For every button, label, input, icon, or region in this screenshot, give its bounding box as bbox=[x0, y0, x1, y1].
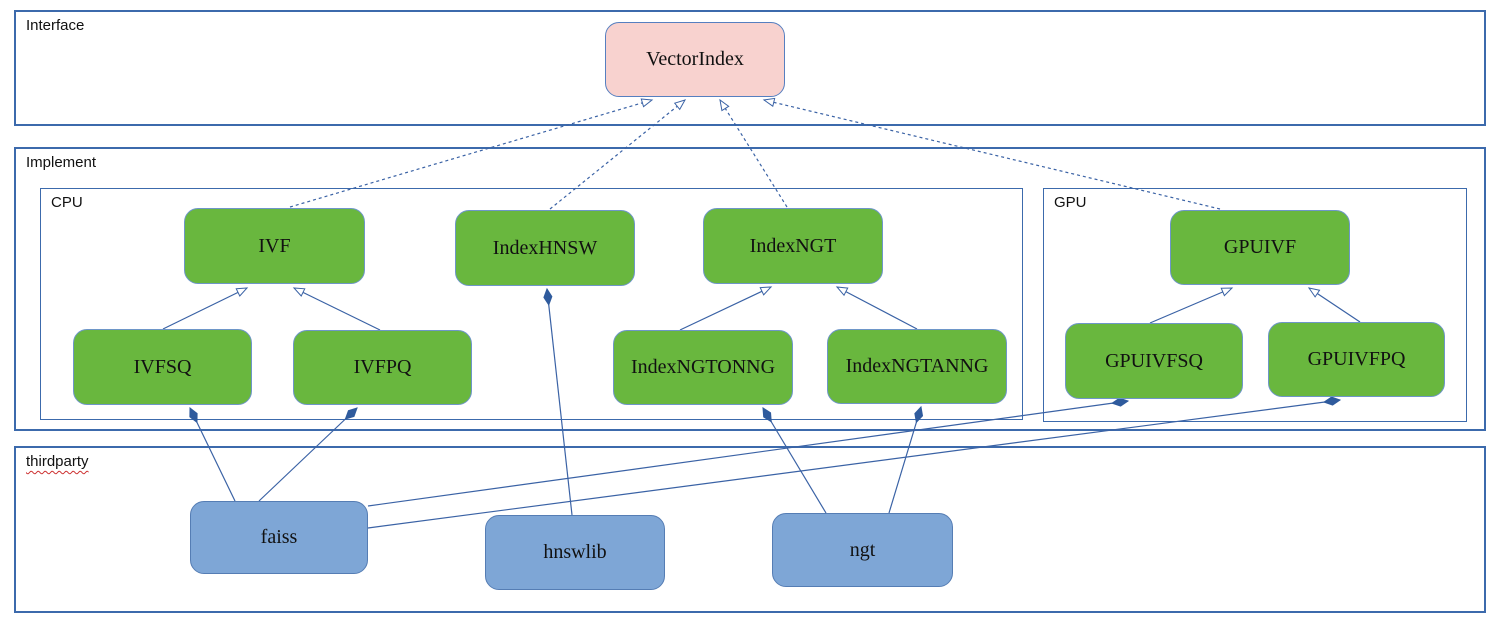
container-gpu-label: GPU bbox=[1054, 194, 1087, 211]
node-indexngtanng-label: IndexNGTANNG bbox=[845, 355, 989, 377]
container-cpu[interactable]: CPU bbox=[40, 188, 1023, 420]
node-ivfsq[interactable]: IVFSQ bbox=[73, 329, 252, 405]
edge-gpuivfsq-gpuivf[interactable] bbox=[1149, 287, 1234, 324]
node-indexngtanng[interactable]: IndexNGTANNG bbox=[827, 329, 1007, 404]
edge-faiss-ivfsq[interactable] bbox=[190, 408, 236, 502]
container-gpu[interactable]: GPU bbox=[1043, 188, 1467, 422]
node-ivfpq-label: IVFPQ bbox=[353, 356, 412, 378]
edge-ivf-vectorindex[interactable] bbox=[289, 98, 654, 208]
node-ngt-label: ngt bbox=[849, 538, 876, 561]
node-gpuivf-label: GPUIVF bbox=[1223, 236, 1297, 258]
container-thirdparty-label: thirdparty bbox=[26, 453, 89, 470]
node-faiss[interactable]: faiss bbox=[190, 501, 368, 574]
node-ngt[interactable]: ngt bbox=[772, 513, 953, 587]
container-cpu-label: CPU bbox=[51, 194, 83, 211]
node-gpuivfsq-label: GPUIVFSQ bbox=[1105, 349, 1203, 372]
edge-indexngt-vectorindex[interactable] bbox=[719, 98, 788, 208]
edge-indexhnsw-vectorindex[interactable] bbox=[549, 99, 687, 210]
edge-faiss-gpuivfpq[interactable] bbox=[367, 400, 1340, 529]
node-indexngtonng[interactable]: IndexNGTONNG bbox=[613, 330, 793, 405]
container-thirdparty[interactable]: thirdparty bbox=[14, 446, 1486, 613]
node-indexhnsw-label: IndexHNSW bbox=[492, 236, 598, 259]
edge-faiss-gpuivfsq[interactable] bbox=[367, 401, 1128, 507]
edge-indexngtonng-indexngt[interactable] bbox=[679, 286, 773, 331]
edge-gpuivfpq-gpuivf[interactable] bbox=[1307, 287, 1361, 323]
node-vectorindex[interactable]: VectorIndex bbox=[605, 22, 785, 97]
node-indexhnsw[interactable]: IndexHNSW bbox=[455, 210, 635, 286]
node-indexngt[interactable]: IndexNGT bbox=[703, 208, 883, 284]
node-indexngt-label: IndexNGT bbox=[749, 234, 837, 257]
edge-indexngtanng-indexngt[interactable] bbox=[835, 286, 918, 330]
edge-faiss-ivfpq[interactable] bbox=[258, 408, 357, 502]
node-ivf-label: IVF bbox=[258, 234, 291, 257]
container-implement-label: Implement bbox=[26, 154, 97, 171]
edge-ivfpq-ivf[interactable] bbox=[292, 287, 381, 331]
node-gpuivfpq-label: GPUIVFPQ bbox=[1307, 348, 1406, 370]
node-indexngtonng-label: IndexNGTONNG bbox=[630, 356, 776, 378]
node-gpuivfpq[interactable]: GPUIVFPQ bbox=[1268, 322, 1445, 397]
edge-ivfsq-ivf[interactable] bbox=[162, 287, 249, 330]
container-interface[interactable]: Interface bbox=[14, 10, 1486, 126]
container-interface-label: Interface bbox=[26, 17, 85, 34]
node-hnswlib-label: hnswlib bbox=[543, 541, 607, 563]
node-ivfpq[interactable]: IVFPQ bbox=[293, 330, 472, 405]
container-implement[interactable]: Implement bbox=[14, 147, 1486, 431]
edge-gpuivf-vectorindex[interactable] bbox=[762, 97, 1221, 210]
edge-hnswlib-indexhnsw[interactable] bbox=[547, 289, 573, 516]
node-hnswlib[interactable]: hnswlib bbox=[485, 515, 665, 590]
node-faiss-label: faiss bbox=[260, 526, 298, 548]
node-ivfsq-label: IVFSQ bbox=[133, 355, 192, 378]
node-vectorindex-label: VectorIndex bbox=[646, 48, 744, 70]
node-gpuivf[interactable]: GPUIVF bbox=[1170, 210, 1350, 285]
edge-ngt-indexngtonng[interactable] bbox=[763, 408, 827, 514]
node-gpuivfsq[interactable]: GPUIVFSQ bbox=[1065, 323, 1243, 399]
edge-ngt-indexngtanng[interactable] bbox=[888, 407, 921, 514]
node-ivf[interactable]: IVF bbox=[184, 208, 365, 284]
